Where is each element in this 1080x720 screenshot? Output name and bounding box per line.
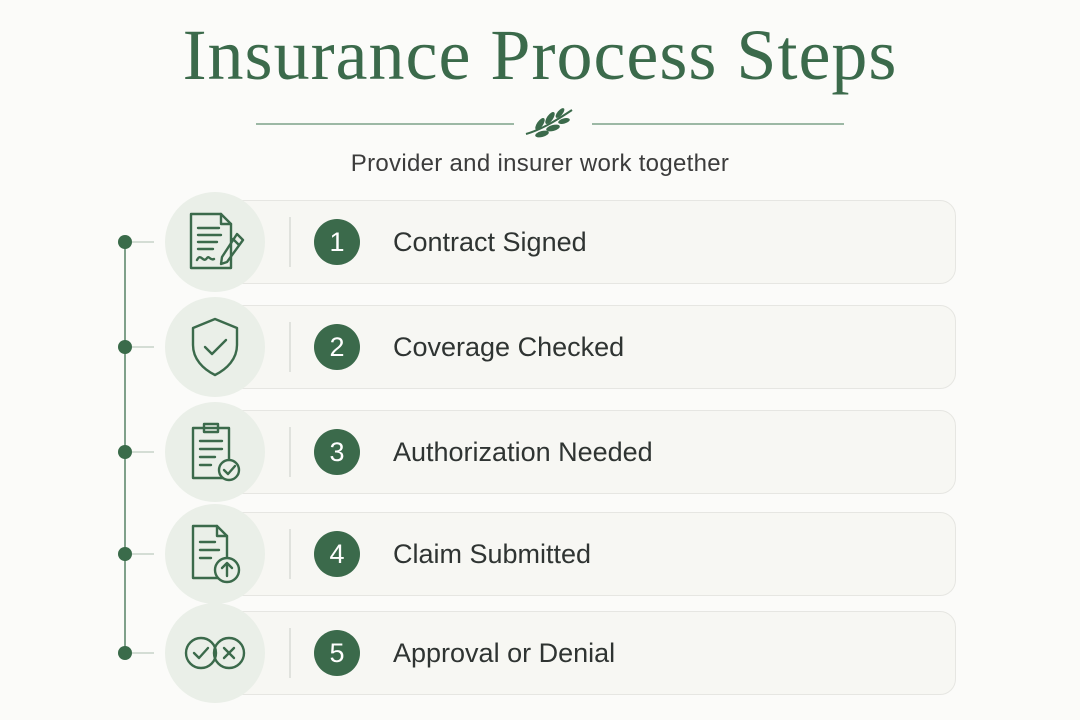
step-item: 4 Claim Submitted: [0, 504, 1080, 604]
step-icon-circle: [165, 504, 265, 604]
step-number: 5: [314, 630, 360, 676]
step-item: 2 Coverage Checked: [0, 297, 1080, 397]
step-separator: [289, 427, 291, 477]
timeline-connector: [132, 241, 154, 243]
step-separator: [289, 628, 291, 678]
page-subtitle: Provider and insurer work together: [350, 150, 730, 177]
step-icon-circle: [165, 402, 265, 502]
approve-deny-icon: [184, 636, 246, 670]
contract-sign-icon: [189, 212, 245, 270]
step-icon-circle: [165, 603, 265, 703]
shield-check-icon: [191, 317, 239, 377]
step-label: Authorization Needed: [393, 437, 653, 467]
timeline-dot: [118, 235, 132, 249]
step-label: Claim Submitted: [393, 539, 592, 569]
step-number: 2: [314, 324, 360, 370]
clipboard-check-icon: [191, 422, 241, 482]
timeline-connector: [132, 346, 154, 348]
step-label: Approval or Denial: [393, 638, 616, 668]
step-label: Contract Signed: [393, 227, 587, 257]
step-separator: [289, 322, 291, 372]
title-divider-right: [592, 123, 844, 125]
step-separator: [289, 529, 291, 579]
step-icon-circle: [165, 192, 265, 292]
timeline-dot: [118, 646, 132, 660]
step-icon-circle: [165, 297, 265, 397]
step-number: 1: [314, 219, 360, 265]
step-label: Coverage Checked: [393, 332, 625, 362]
timeline-dot: [118, 340, 132, 354]
timeline-dot: [118, 445, 132, 459]
page-title: Insurance Process Steps: [182, 15, 898, 95]
timeline-connector: [132, 553, 154, 555]
timeline-dot: [118, 547, 132, 561]
leaf-sprig-icon: [525, 108, 573, 138]
title-divider-left: [256, 123, 514, 125]
document-upload-icon: [191, 524, 241, 584]
timeline-connector: [132, 451, 154, 453]
step-number: 3: [314, 429, 360, 475]
timeline-connector: [132, 652, 154, 654]
step-item: 3 Authorization Needed: [0, 402, 1080, 502]
step-item: 5 Approval or Denial: [0, 603, 1080, 703]
step-item: 1 Contract Signed: [0, 192, 1080, 292]
step-separator: [289, 217, 291, 267]
step-number: 4: [314, 531, 360, 577]
